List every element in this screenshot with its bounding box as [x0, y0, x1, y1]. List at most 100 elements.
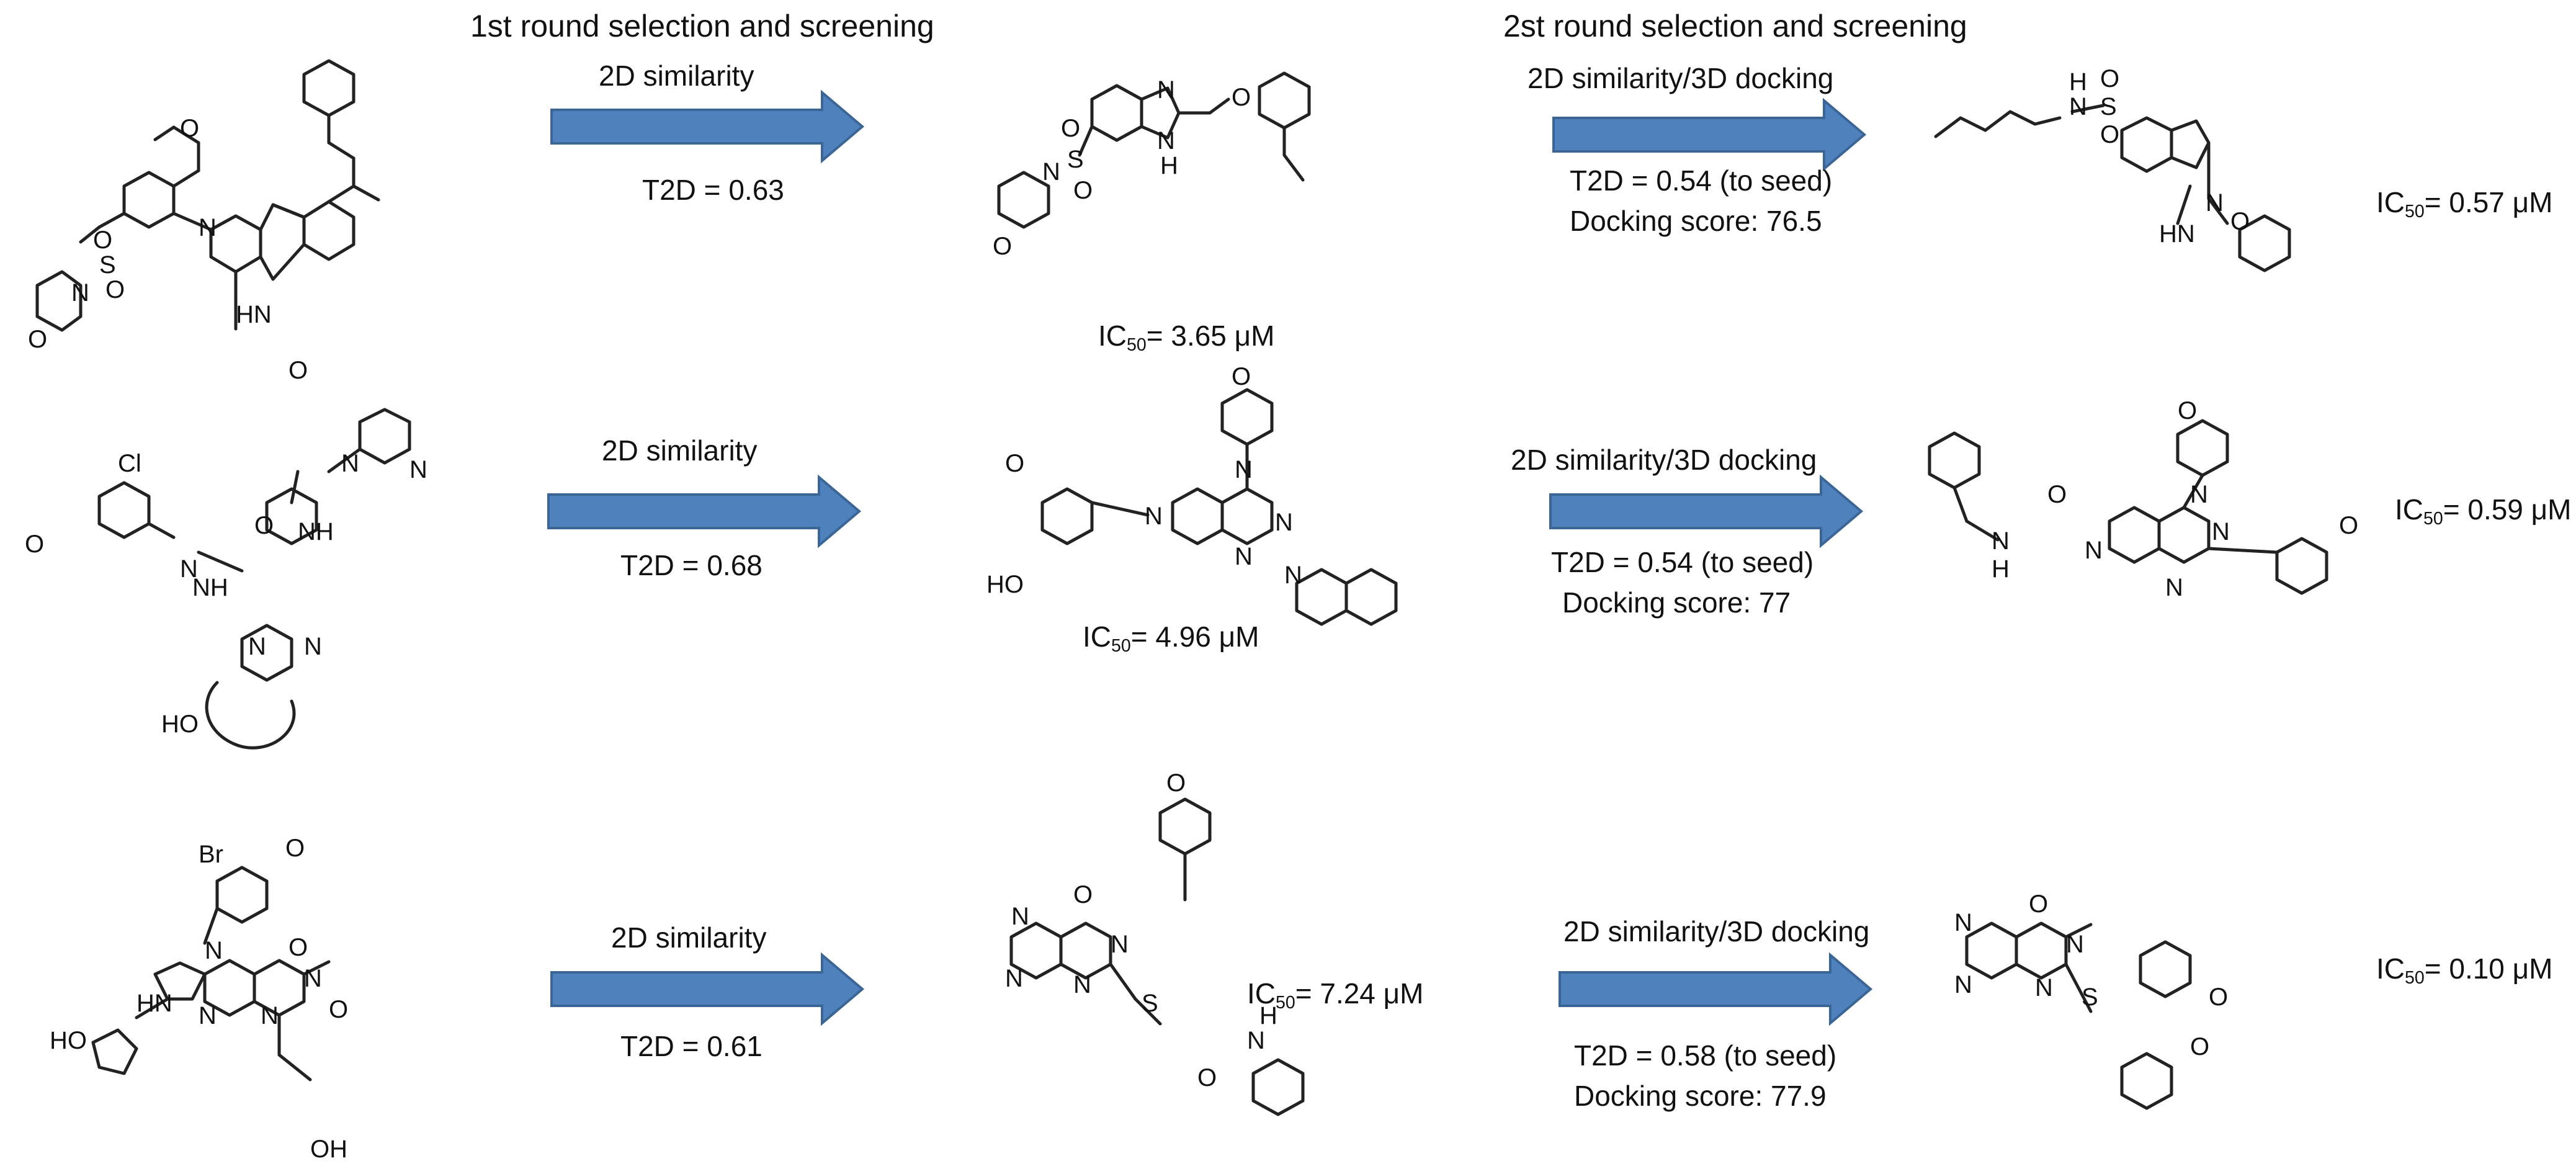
final-ic50-row2: IC50= 0.59 μM	[2395, 493, 2572, 529]
docking-label-row1: Docking score: 76.5	[1570, 205, 1822, 237]
final-molecule-2: O N N H O N N N O	[1928, 397, 2358, 601]
hit2-atom-n-b: N	[1235, 456, 1253, 483]
final3-atom-s: S	[2082, 984, 2098, 1011]
seed-molecule-3: Br O N O N HN N N O HO OH	[50, 835, 348, 1163]
seed2-atom-n-c: N	[409, 456, 427, 483]
final3-atom-n-b: N	[2066, 931, 2084, 958]
final3-atom-o-c: O	[2190, 1033, 2209, 1060]
final2-atom-n-d: N	[2212, 518, 2230, 545]
hit-ic50-row2: IC50= 4.96 μM	[1083, 621, 1259, 656]
hit1-atom-h: H	[1160, 152, 1178, 179]
final1-atom-n-b: N	[2206, 189, 2224, 217]
round1-header: 1st round selection and screening	[470, 9, 934, 43]
seed2-atom-n: N	[180, 555, 198, 583]
hit3-atom-n-c: N	[1005, 965, 1023, 992]
hit-ic50-row3: IC50= 7.24 μM	[1247, 977, 1424, 1013]
hit3-atom-n-e: N	[1247, 1027, 1265, 1054]
final-ic50-row3: IC50= 0.10 μM	[2376, 952, 2553, 988]
method1-label-row1: 2D similarity	[599, 60, 754, 92]
seed1-atom-o-e: O	[288, 357, 308, 384]
round2-arrow-row2	[1549, 475, 1864, 548]
seed1-atom-o-b: O	[105, 276, 125, 303]
final3-atom-o: O	[2029, 890, 2048, 918]
round1-arrow-row1	[550, 90, 865, 163]
hit3-atom-s: S	[1142, 990, 1158, 1017]
final1-atom-o-c: O	[2230, 208, 2250, 235]
hit3-atom-n-d: N	[1073, 971, 1091, 998]
final-molecule-1: H N S O O N HN O	[1934, 65, 2291, 272]
hit2-atom-n-c: N	[1275, 509, 1293, 536]
seed2-atom-nh: NH	[298, 518, 334, 545]
seed1-atom-hn: HN	[236, 301, 272, 328]
t2d1-label-row1: T2D = 0.63	[642, 174, 784, 206]
hit3-atom-o-b: O	[1073, 881, 1093, 908]
seed2-atom-nh-b: NH	[192, 574, 228, 601]
round2-arrow-row1	[1552, 98, 1867, 171]
final2-atom-n-c: N	[2085, 537, 2103, 564]
final3-atom-n-d: N	[2035, 974, 2053, 1001]
final-ic50-row1: IC50= 0.57 μM	[2376, 186, 2553, 222]
seed2-atom-n-e: N	[304, 633, 322, 660]
round1-arrow-row2	[547, 475, 862, 548]
hit3-atom-o-c: O	[1197, 1064, 1217, 1091]
seed3-atom-n-c: N	[199, 1002, 217, 1029]
docking-label-row3: Docking score: 77.9	[1574, 1080, 1827, 1112]
seed1-atom-n: N	[199, 214, 217, 241]
seed3-atom-n-d: N	[261, 1002, 279, 1029]
round2-arrow-row3	[1559, 952, 1873, 1026]
t2d2-label-row1: T2D = 0.54 (to seed)	[1570, 164, 1833, 197]
final2-atom-o-c: O	[2339, 512, 2358, 539]
final3-atom-o-b: O	[2209, 984, 2228, 1011]
hit-molecule-1: N N H O S O O N O	[993, 71, 1311, 260]
seed3-atom-br: Br	[199, 841, 223, 868]
hit3-atom-n: N	[1011, 903, 1029, 930]
round1-arrow-row3	[550, 952, 865, 1026]
seed1-atom-o-a: O	[93, 226, 112, 254]
seed2-atom-cl: Cl	[118, 450, 141, 477]
seed3-atom-oh: OH	[310, 1136, 347, 1163]
t2d2-label-row3: T2D = 0.58 (to seed)	[1574, 1039, 1837, 1072]
round2-header: 2st round selection and screening	[1503, 9, 1967, 43]
hit2-atom-o: O	[1005, 450, 1024, 477]
final2-atom-o-b: O	[2047, 481, 2067, 508]
t2d2-label-row2: T2D = 0.54 (to seed)	[1551, 546, 1814, 578]
seed1-atom-o-c: O	[180, 115, 199, 142]
final2-atom-n: N	[2190, 481, 2208, 508]
seed3-atom-n-b: N	[304, 965, 322, 992]
final1-atom-n: N	[2069, 93, 2087, 120]
hit1-atom-n-b: N	[1157, 127, 1175, 155]
t2d1-label-row2: T2D = 0.68	[620, 549, 763, 581]
seed3-atom-ho: HO	[50, 1027, 87, 1054]
final3-atom-n: N	[1954, 909, 1972, 936]
seed3-atom-o: O	[285, 835, 305, 862]
seed3-atom-hn: HN	[136, 990, 172, 1017]
seed3-atom-o-b: O	[288, 934, 308, 961]
hit-ic50-row1: IC50= 3.65 μM	[1098, 320, 1275, 355]
final-molecule-3: O N N N N S O O	[1954, 890, 2228, 1110]
hit2-atom-o-b: O	[1232, 363, 1251, 390]
seed1-atom-n-b: N	[71, 279, 89, 307]
final2-atom-n-b: N	[1992, 527, 2010, 555]
seed2-atom-ho: HO	[161, 710, 199, 738]
seed2-atom-n-b: N	[341, 450, 359, 477]
seed3-atom-o-c: O	[329, 996, 348, 1023]
hit2-atom-n-e: N	[1284, 562, 1302, 589]
hit1-atom-o-c: O	[1073, 177, 1093, 204]
final2-atom-h: H	[1992, 555, 2010, 583]
final1-atom-h: H	[2069, 68, 2087, 96]
seed2-atom-o-b: O	[254, 512, 274, 539]
hit2-atom-ho: HO	[986, 571, 1024, 598]
final1-atom-hn: HN	[2159, 220, 2195, 248]
method2-label-row3: 2D similarity/3D docking	[1563, 915, 1870, 948]
final1-atom-o-b: O	[2100, 121, 2119, 148]
hit-molecule-3: O N O N N N S H N O	[1005, 769, 1305, 1116]
method1-label-row3: 2D similarity	[611, 921, 767, 954]
hit1-atom-o: O	[1232, 84, 1251, 111]
final2-atom-n-e: N	[2165, 574, 2183, 601]
seed2-atom-o: O	[25, 531, 44, 558]
seed2-atom-n-d: N	[248, 633, 266, 660]
method2-label-row2: 2D similarity/3D docking	[1511, 444, 1817, 476]
hit3-atom-o: O	[1166, 769, 1186, 797]
final1-atom-s: S	[2100, 93, 2117, 120]
hit1-atom-s: S	[1067, 146, 1084, 173]
